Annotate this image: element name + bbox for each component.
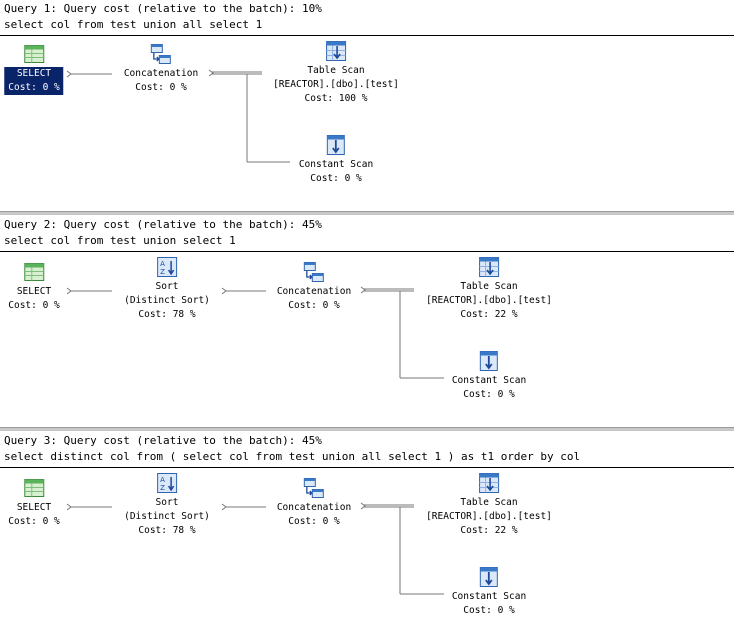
node-cost: Cost: 0 % <box>288 300 340 311</box>
node-name: Table Scan <box>460 497 518 508</box>
query-1-connectors <box>66 69 290 163</box>
node-cost: Cost: 78 % <box>138 309 196 320</box>
node-name: Constant Scan <box>298 159 374 170</box>
select-icon <box>23 477 45 499</box>
sort-icon <box>156 256 178 278</box>
query-2-plan: Query 2: Query cost (relative to the bat… <box>0 216 734 428</box>
node-detail: (Distinct Sort) <box>124 511 210 522</box>
constant-scan-icon <box>325 134 347 156</box>
query-3-sql: select distinct col from ( select col fr… <box>4 450 581 463</box>
plan-node-constant-scan[interactable]: Constant Scan Cost: 0 % <box>452 350 526 402</box>
select-icon <box>23 261 45 283</box>
node-name: Table Scan <box>307 65 365 76</box>
node-detail: [REACTOR].[dbo].[test] <box>426 295 552 306</box>
plan-node-table-scan[interactable]: Table Scan [REACTOR].[dbo].[test] Cost: … <box>426 472 552 538</box>
node-detail: [REACTOR].[dbo].[test] <box>273 79 399 90</box>
table-scan-icon <box>325 40 347 62</box>
node-cost: Cost: 0 % <box>463 389 515 400</box>
plan-node-sort[interactable]: Sort (Distinct Sort) Cost: 78 % <box>124 256 210 322</box>
node-detail: (Distinct Sort) <box>124 295 210 306</box>
node-detail: [REACTOR].[dbo].[test] <box>426 511 552 522</box>
node-cost: Cost: 100 % <box>304 93 368 104</box>
node-name: SELECT <box>16 286 52 297</box>
select-icon <box>23 43 45 65</box>
node-name: Concatenation <box>276 502 352 513</box>
node-cost: Cost: 0 % <box>310 173 362 184</box>
plan-node-constant-scan[interactable]: Constant Scan Cost: 0 % <box>299 134 373 186</box>
node-name: Concatenation <box>123 68 199 79</box>
plan-node-concatenation[interactable]: Concatenation Cost: 0 % <box>124 43 198 95</box>
plan-node-constant-scan[interactable]: Constant Scan Cost: 0 % <box>452 566 526 618</box>
node-cost: Cost: 0 % <box>288 516 340 527</box>
query-2-connectors <box>66 286 444 379</box>
node-name: Sort <box>155 281 179 292</box>
node-name: SELECT <box>16 502 52 513</box>
query-2-divider <box>0 251 734 252</box>
query-separator[interactable] <box>0 427 734 431</box>
plan-node-select[interactable]: SELECT Cost: 0 % <box>8 477 60 529</box>
plan-node-concatenation[interactable]: Concatenation Cost: 0 % <box>277 477 351 529</box>
node-name: Table Scan <box>460 281 518 292</box>
plan-node-sort[interactable]: Sort (Distinct Sort) Cost: 78 % <box>124 472 210 538</box>
node-cost: Cost: 22 % <box>460 525 518 536</box>
query-3-connectors <box>66 502 444 595</box>
plan-node-select[interactable]: SELECT Cost: 0 % <box>4 43 64 95</box>
node-name: Concatenation <box>276 286 352 297</box>
query-1-sql: select col from test union all select 1 <box>4 18 263 31</box>
constant-scan-icon <box>478 350 500 372</box>
query-3-plan: Query 3: Query cost (relative to the bat… <box>0 432 734 632</box>
query-2-header: Query 2: Query cost (relative to the bat… <box>4 218 322 231</box>
query-1-divider <box>0 35 734 36</box>
node-cost: Cost: 22 % <box>460 309 518 320</box>
query-2-sql: select col from test union select 1 <box>4 234 236 247</box>
node-cost: Cost: 0 % <box>463 605 515 616</box>
plan-node-table-scan[interactable]: Table Scan [REACTOR].[dbo].[test] Cost: … <box>273 40 399 106</box>
concatenation-icon <box>303 477 325 499</box>
node-cost: Cost: 78 % <box>138 525 196 536</box>
query-1-plan: Query 1: Query cost (relative to the bat… <box>0 0 734 212</box>
concatenation-icon <box>150 43 172 65</box>
plan-node-concatenation[interactable]: Concatenation Cost: 0 % <box>277 261 351 313</box>
node-cost: Cost: 0 % <box>135 82 187 93</box>
query-1-header: Query 1: Query cost (relative to the bat… <box>4 2 322 15</box>
plan-node-table-scan[interactable]: Table Scan [REACTOR].[dbo].[test] Cost: … <box>426 256 552 322</box>
concatenation-icon <box>303 261 325 283</box>
query-separator[interactable] <box>0 211 734 215</box>
query-3-divider <box>0 467 734 468</box>
node-cost: Cost: 0 % <box>4 81 64 95</box>
plan-node-select[interactable]: SELECT Cost: 0 % <box>8 261 60 313</box>
node-cost: Cost: 0 % <box>8 300 60 311</box>
node-cost: Cost: 0 % <box>8 516 60 527</box>
query-3-header: Query 3: Query cost (relative to the bat… <box>4 434 322 447</box>
node-name: Sort <box>155 497 179 508</box>
node-name: SELECT <box>4 67 64 81</box>
sort-icon <box>156 472 178 494</box>
constant-scan-icon <box>478 566 500 588</box>
node-name: Constant Scan <box>451 591 527 602</box>
table-scan-icon <box>478 256 500 278</box>
table-scan-icon <box>478 472 500 494</box>
node-name: Constant Scan <box>451 375 527 386</box>
